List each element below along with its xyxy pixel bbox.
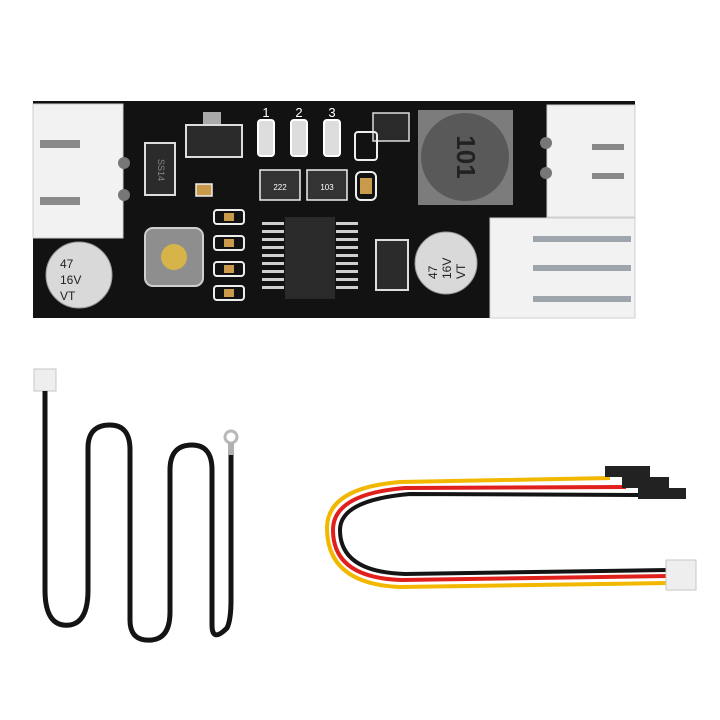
led-label-2: 2 bbox=[295, 105, 302, 120]
left-connector bbox=[32, 103, 130, 239]
right-3pin-connector bbox=[489, 217, 636, 319]
resistor-code-222: 222 bbox=[273, 183, 287, 192]
svg-text:101: 101 bbox=[451, 135, 481, 178]
svg-text:16V: 16V bbox=[440, 258, 454, 279]
resistor-code-103: 103 bbox=[320, 183, 334, 192]
diode-ss14: SS14 bbox=[144, 142, 176, 196]
right-2pin-connector bbox=[540, 104, 636, 218]
svg-text:VT: VT bbox=[60, 289, 76, 303]
led-indicators: 1 2 3 bbox=[257, 105, 341, 157]
fan-cable bbox=[324, 466, 697, 591]
svg-text:47: 47 bbox=[60, 257, 74, 271]
led-label-1: 1 bbox=[262, 105, 269, 120]
capacitor-left: 47 16V VT bbox=[45, 241, 113, 309]
svg-text:SS14: SS14 bbox=[156, 159, 166, 181]
tactile-button bbox=[144, 227, 204, 287]
led-label-3: 3 bbox=[328, 105, 335, 120]
svg-text:VT: VT bbox=[454, 263, 468, 279]
svg-text:16V: 16V bbox=[60, 273, 81, 287]
svg-text:47: 47 bbox=[426, 265, 440, 279]
temperature-probe-cable bbox=[33, 368, 239, 643]
pcb-board: SS14 1 2 3 222 103 bbox=[32, 101, 636, 319]
capacitor-right: 47 16V VT bbox=[414, 231, 478, 295]
inductor-101: 101 bbox=[418, 110, 513, 205]
main-ic bbox=[262, 217, 358, 299]
